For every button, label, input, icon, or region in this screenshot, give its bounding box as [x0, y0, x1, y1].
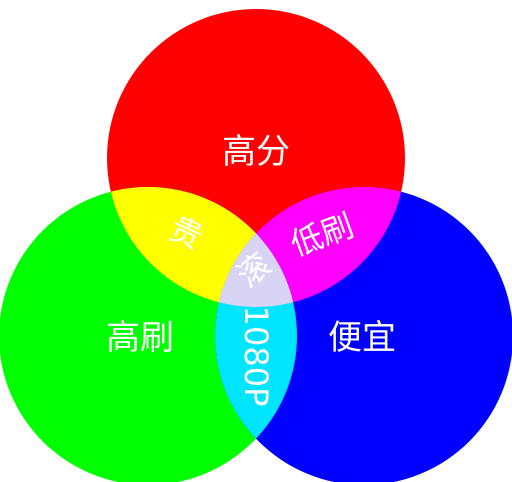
set-label-right: 便宜 [328, 318, 396, 358]
intersection-top-left [107, 187, 297, 307]
intersection-top-right [215, 187, 405, 307]
set-label-left: 高刷 [106, 318, 174, 358]
intersection-label-left-right: 1080P [237, 306, 275, 407]
set-label-top: 高分 [222, 132, 290, 172]
